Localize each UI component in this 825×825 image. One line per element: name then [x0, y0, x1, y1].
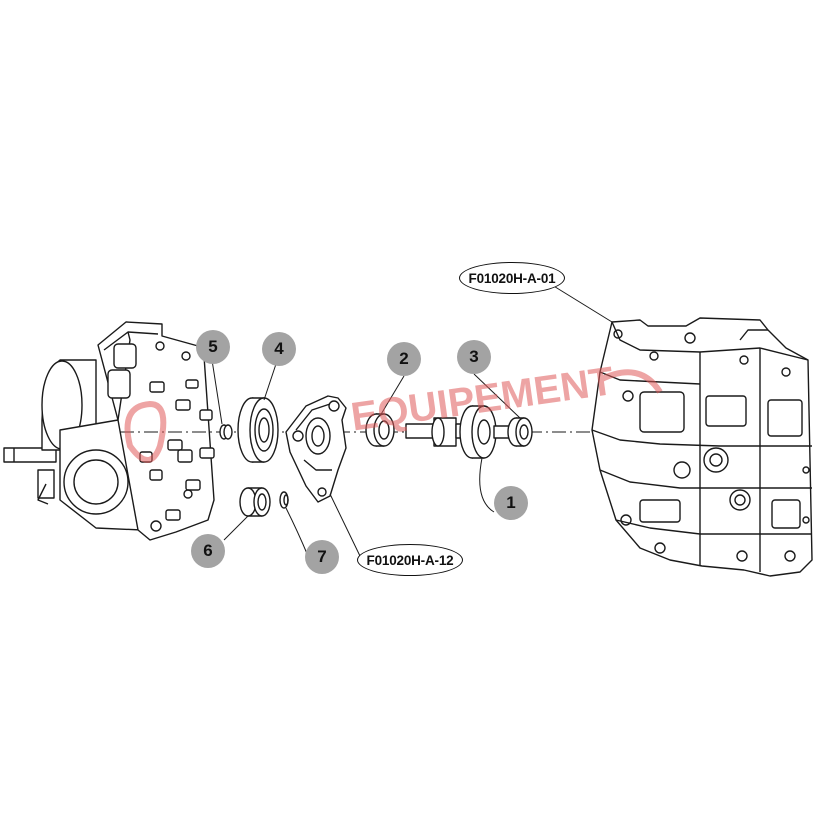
callout-5-badge: 5 [196, 330, 230, 364]
part-number-cover: F01020H-A-12 [357, 544, 463, 576]
callout-6-badge: 6 [191, 534, 225, 568]
part-3-bearing [507, 417, 533, 447]
callout-7-badge: 7 [305, 540, 339, 574]
part-4-bearing [237, 397, 279, 463]
part-7-o-ring [279, 491, 289, 509]
callout-4-badge: 4 [262, 332, 296, 366]
part-1-shaft [405, 405, 513, 459]
callout-1-badge: 1 [494, 486, 528, 520]
part-5-o-ring [219, 424, 233, 440]
right-gearbox-housing [591, 317, 813, 577]
part-number-housing: F01020H-A-01 [459, 262, 565, 294]
left-gearbox-housing [3, 321, 215, 541]
cover-plate [285, 395, 347, 503]
callout-3-badge: 3 [457, 340, 491, 374]
part-2-bearing [365, 413, 395, 447]
callout-2-badge: 2 [387, 342, 421, 376]
part-6-spacer [239, 487, 271, 517]
